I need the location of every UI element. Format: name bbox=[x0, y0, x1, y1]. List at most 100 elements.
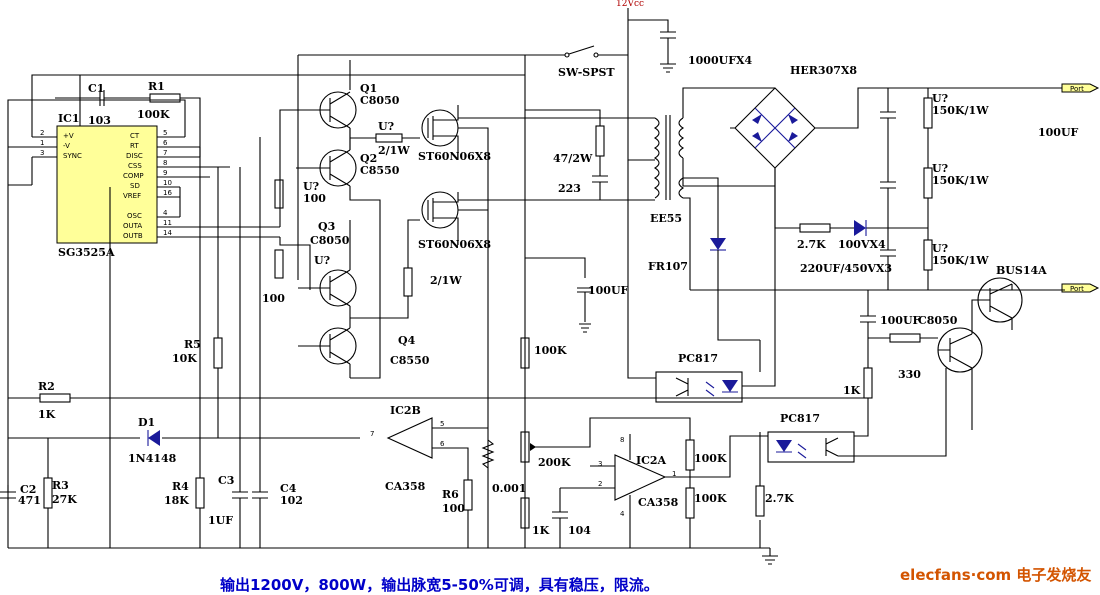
r100k-div-value: 100K bbox=[534, 344, 567, 357]
ic2b-pin6: 6 bbox=[440, 440, 445, 448]
ic1-pin-disc: DISC bbox=[126, 152, 143, 160]
mos1-part: ST60N06X8 bbox=[418, 150, 491, 163]
out-res1-value: 150K/1W bbox=[932, 104, 989, 117]
port1-label: Port bbox=[1070, 85, 1084, 93]
ic1-pin-sd: SD bbox=[130, 182, 140, 190]
r27k-b-value: 2.7K bbox=[765, 492, 794, 505]
r6-resistor: R6 100 bbox=[442, 466, 473, 548]
ic1-pin-css: CSS bbox=[128, 162, 142, 170]
c4-ref: C4 bbox=[280, 482, 297, 495]
gate-resistor-2: 2/1W bbox=[403, 219, 462, 297]
r3-value: 27K bbox=[52, 493, 77, 506]
port-1: Port bbox=[1061, 83, 1100, 93]
output-caps: 100UF 220UF/450VX3 bbox=[800, 88, 1079, 290]
c4-value: 102 bbox=[280, 494, 303, 507]
out-res1-ref: U? bbox=[932, 92, 948, 105]
ic1-pin-rt: RT bbox=[130, 142, 139, 150]
ic1-pin-comp: COMP bbox=[123, 172, 144, 180]
gate-resistor-1: U? 2/1W bbox=[375, 120, 420, 157]
mosfet-2: ST60N06X8 bbox=[418, 191, 491, 251]
r100-value: 100 bbox=[262, 292, 285, 305]
bulk-capacitor: 1000UFX4 bbox=[628, 19, 753, 73]
mosfet-1: ST60N06X8 bbox=[418, 105, 491, 163]
out-res2-ref: U? bbox=[932, 162, 948, 175]
ic1-sg3525a: IC1 SG3525A +V -V SYNC 2 1 3 CT RT DISC … bbox=[32, 112, 280, 259]
q2-part: C8550 bbox=[360, 164, 400, 177]
r1-resistor: R1 100K bbox=[137, 80, 201, 157]
r1-value: 100K bbox=[137, 108, 170, 121]
pc817-1-part: PC817 bbox=[678, 352, 718, 365]
bus14a-transistor: BUS14A bbox=[977, 264, 1047, 330]
power-switch[interactable]: SW-SPST bbox=[558, 45, 615, 79]
d1-diode: D1 1N4148 bbox=[128, 416, 177, 465]
mos2-part: ST60N06X8 bbox=[418, 238, 491, 251]
c-104: 104 bbox=[552, 487, 615, 548]
r1-ref: R1 bbox=[148, 80, 165, 93]
watermark: elecfans·com 电子发烧友 bbox=[900, 566, 1091, 584]
q1-transistor: Q1 C8050 bbox=[310, 82, 400, 129]
supply-label: 12Vcc bbox=[616, 0, 644, 9]
snubber-r-value: 47/2W bbox=[553, 152, 593, 165]
r100k-a-value: 100K bbox=[694, 452, 727, 465]
r5-ref: R5 bbox=[184, 338, 201, 351]
ic2b-ref: IC2B bbox=[390, 404, 421, 417]
ic1-pnum-16: 16 bbox=[163, 189, 172, 197]
r-100: 100 bbox=[262, 249, 285, 305]
q-c8050-out: C8050 bbox=[918, 299, 983, 430]
caption: 输出1200V，800W，输出脉宽5-50%可调，具有稳压，限流。 bbox=[220, 576, 659, 594]
r4-value: 18K bbox=[164, 494, 189, 507]
ic1-pin-vplus: +V bbox=[63, 132, 74, 140]
ic2b-part: CA358 bbox=[385, 480, 426, 493]
r-1k-b: 1K bbox=[520, 497, 550, 537]
d1-part: 1N4148 bbox=[128, 452, 177, 465]
ic1-pnum-9: 9 bbox=[163, 169, 167, 177]
pot-200k[interactable]: 200K bbox=[520, 417, 691, 469]
bridge-part: HER307X8 bbox=[790, 64, 857, 77]
r-330: 330 bbox=[868, 333, 938, 381]
ic1-pnum-7: 7 bbox=[163, 149, 167, 157]
ic2a-part: CA358 bbox=[638, 496, 679, 509]
r6-ref: R6 bbox=[442, 488, 459, 501]
q4-transistor: Q4 C8550 bbox=[310, 327, 430, 367]
ic1-pnum-4: 4 bbox=[163, 209, 168, 217]
r-100k-div: 100K bbox=[520, 337, 567, 369]
switch-label: SW-SPST bbox=[558, 66, 615, 79]
ic2b-pin7: 7 bbox=[370, 430, 374, 438]
pc817-2: PC817 bbox=[767, 412, 855, 463]
u100-ref: U? bbox=[303, 180, 319, 193]
r27k-value: 2.7K bbox=[797, 238, 826, 251]
c3-capacitor: C3 1UF bbox=[208, 167, 248, 548]
ic2a-pin4: 4 bbox=[620, 510, 625, 518]
ic2a-pin3: 3 bbox=[598, 460, 602, 468]
q-c8050-part: C8050 bbox=[918, 314, 958, 327]
out-res3-value: 150K/1W bbox=[932, 254, 989, 267]
fr107-part: FR107 bbox=[648, 260, 688, 273]
r-100k-a: 100K bbox=[685, 439, 727, 471]
r-100k-b: 100K bbox=[685, 435, 768, 548]
r-2k7-b: 2.7K bbox=[755, 485, 794, 517]
q3-part: C8050 bbox=[310, 234, 350, 247]
q3-transistor: Q3 C8050 U? bbox=[310, 220, 357, 307]
c1-capacitor: C1 103 bbox=[55, 82, 150, 127]
c3-value: 1UF bbox=[208, 514, 233, 527]
r-2k7-zener: 2.7K 100VX4 bbox=[774, 168, 928, 251]
ic1-ref: IC1 bbox=[58, 112, 80, 125]
gate2-value: 2/1W bbox=[430, 274, 462, 287]
ic1-pin-ct: CT bbox=[130, 132, 140, 140]
port2-label: Port bbox=[1070, 285, 1084, 293]
r1k-b-value: 1K bbox=[532, 524, 550, 537]
r6-value: 100 bbox=[442, 502, 465, 515]
pc817-1: PC817 bbox=[655, 352, 743, 403]
r-u100: U? 100 bbox=[274, 179, 326, 209]
pc817-2-part: PC817 bbox=[780, 412, 820, 425]
shunt-resistor: 0.001 bbox=[481, 439, 526, 495]
ic1-pnum-10: 10 bbox=[163, 179, 172, 187]
pot-value: 200K bbox=[538, 456, 571, 469]
ic1-pin-outa: OUTA bbox=[123, 222, 142, 230]
cap-100uf-b: 100UF bbox=[860, 290, 921, 340]
ic2b-opamp: IC2B CA358 5 6 7 bbox=[370, 404, 488, 493]
transformer: EE55 bbox=[650, 115, 685, 225]
ic1-pin-vref: VREF bbox=[123, 192, 141, 200]
ic2a-pin1: 1 bbox=[672, 470, 676, 478]
